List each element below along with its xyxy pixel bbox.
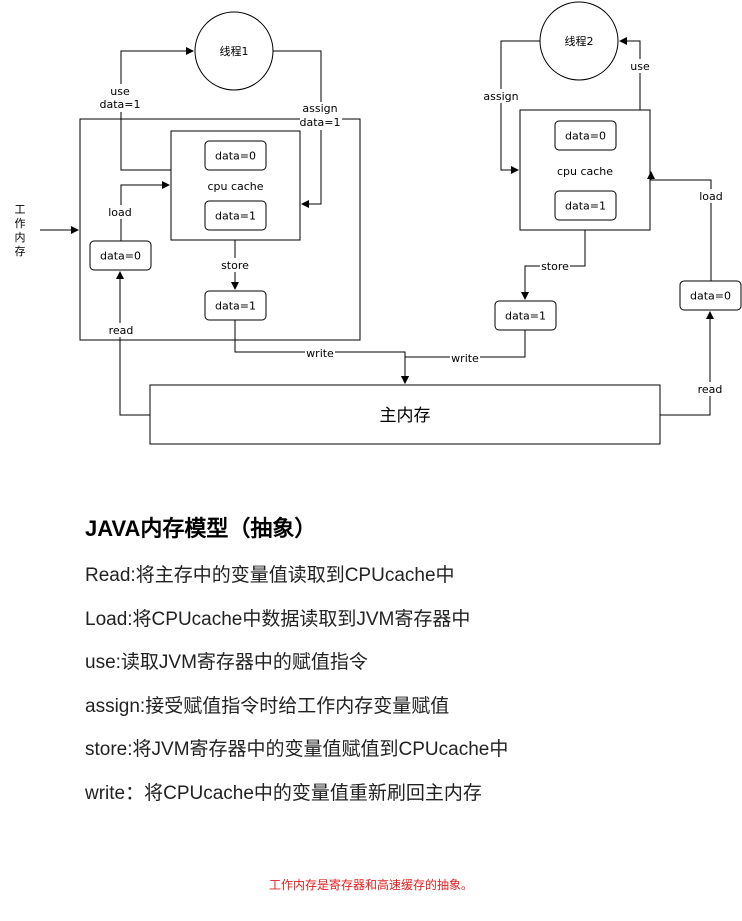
left-cache-data1-label: data=1 bbox=[215, 210, 256, 223]
edge-read-left bbox=[116, 271, 150, 416]
left-read-box-label: data=0 bbox=[100, 250, 141, 263]
right-cpu-cache-label: cpu cache bbox=[557, 165, 613, 178]
side-label-char-1: 工 bbox=[15, 203, 26, 216]
right-cache-data1 bbox=[554, 190, 617, 221]
label-assign-left: assign bbox=[302, 102, 337, 115]
right-cache-data1-label: data=1 bbox=[565, 200, 606, 213]
label-assign-left-value: data=1 bbox=[300, 116, 341, 129]
left-cpu-cache-label: cpu cache bbox=[207, 180, 263, 193]
section-heading: JAVA内存模型（抽象） bbox=[85, 516, 317, 541]
label-use-left: use bbox=[110, 85, 130, 98]
definition-assign: assign:接受赋值指令时给工作内存变量赋值 bbox=[85, 695, 450, 717]
label-use-right: use bbox=[630, 60, 650, 73]
main-memory-box bbox=[149, 384, 661, 445]
edge-assign-right bbox=[500, 40, 540, 174]
definition-write: write：将CPUcache中的变量值重新刷回主内存 bbox=[85, 782, 482, 804]
definition-read: Read:将主存中的变量值读取到CPUcache中 bbox=[85, 565, 455, 586]
label-read-right: read bbox=[698, 383, 723, 396]
left-cache-data0-label: data=0 bbox=[215, 150, 256, 163]
label-store-left: store bbox=[221, 259, 249, 272]
thread1-label: 线程1 bbox=[220, 44, 249, 58]
definition-use: use:读取JVM寄存器中的赋值指令 bbox=[85, 652, 368, 674]
right-cache-data0 bbox=[554, 120, 617, 151]
right-store-box-label: data=1 bbox=[505, 310, 546, 323]
label-write-left: write bbox=[306, 347, 334, 360]
left-working-memory-box bbox=[79, 118, 361, 341]
main-memory-label: 主内存 bbox=[380, 406, 431, 426]
side-label-char-2: 作 bbox=[15, 217, 26, 230]
label-load-left: load bbox=[108, 206, 132, 219]
side-label-char-4: 存 bbox=[15, 244, 26, 258]
definition-load: Load:将CPUcache中数据读取到JVM寄存器中 bbox=[85, 608, 471, 630]
definition-list: Read:将主存中的变量值读取到CPUcache中 Load:将CPUcache… bbox=[85, 563, 508, 825]
footnote: 工作内存是寄存器和高速缓存的抽象。 bbox=[268, 878, 473, 892]
edge-load-right bbox=[647, 171, 712, 281]
edge-load-left bbox=[120, 181, 170, 241]
left-cache-data1 bbox=[204, 200, 267, 231]
thread2-label: 线程2 bbox=[565, 34, 594, 48]
jmm-diagram: data=0 cpu cache data=1 data=1 data=0 线程… bbox=[15, 1, 742, 445]
label-store-right: store bbox=[541, 260, 569, 273]
side-label-char-3: 内 bbox=[15, 230, 26, 244]
left-cache-data0 bbox=[204, 140, 267, 171]
edge-use-right bbox=[619, 37, 641, 110]
right-cache-data0-label: data=0 bbox=[565, 130, 606, 143]
right-read-box-label: data=0 bbox=[690, 290, 731, 303]
edge-read-right bbox=[660, 311, 714, 416]
label-write-right: write bbox=[451, 352, 479, 365]
label-use-left-value: data=1 bbox=[100, 98, 141, 111]
left-store-box-label: data=1 bbox=[215, 300, 256, 313]
label-assign-right: assign bbox=[483, 90, 518, 103]
label-read-left: read bbox=[109, 324, 134, 337]
definition-store: store:将JVM寄存器中的变量值赋值到CPUcache中 bbox=[85, 739, 509, 761]
label-load-right: load bbox=[699, 190, 723, 203]
